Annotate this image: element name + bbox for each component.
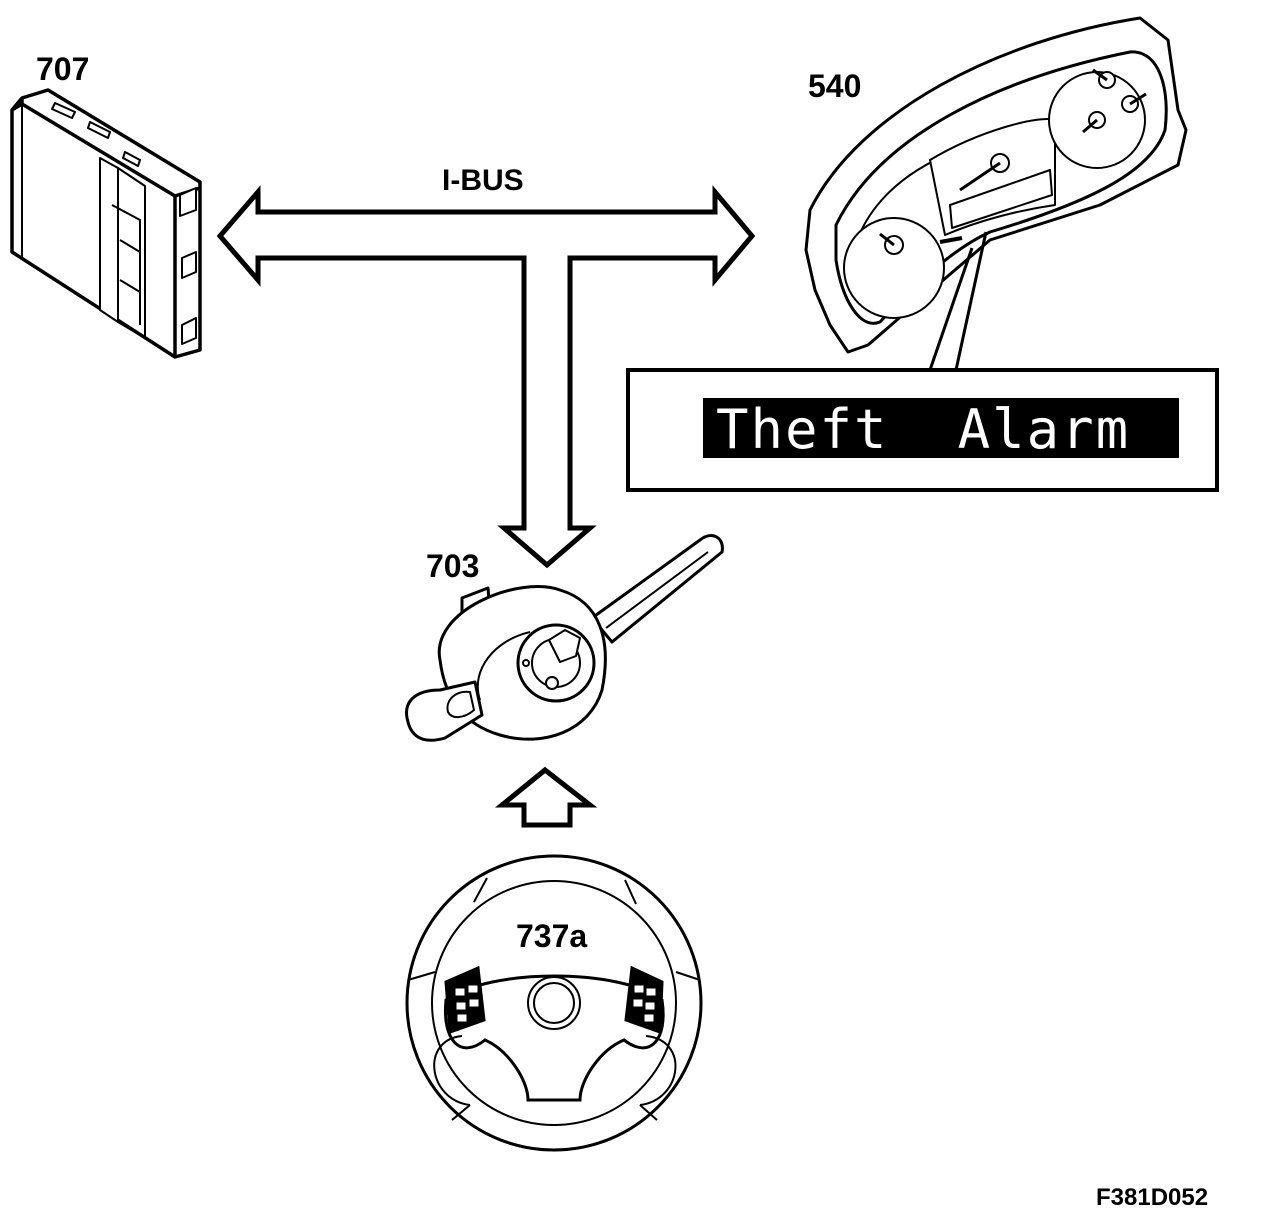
i-bus-arrows	[216, 185, 756, 569]
steering-wheel-737a	[405, 854, 703, 1152]
display-message: Theft Alarm	[716, 398, 1130, 461]
up-arrow	[494, 766, 598, 828]
label-540: 540	[808, 68, 861, 104]
bus-label: I-BUS	[442, 164, 524, 197]
callout-leader	[928, 231, 988, 371]
figure-code: F381D052	[1096, 1184, 1208, 1211]
display-panel	[703, 398, 1179, 458]
module-707	[10, 88, 202, 359]
label-707: 707	[36, 51, 89, 87]
label-703: 703	[426, 548, 479, 584]
label-737a: 737a	[516, 918, 587, 954]
instrument-cluster-540	[804, 16, 1188, 354]
steering-switch-703	[405, 534, 724, 742]
